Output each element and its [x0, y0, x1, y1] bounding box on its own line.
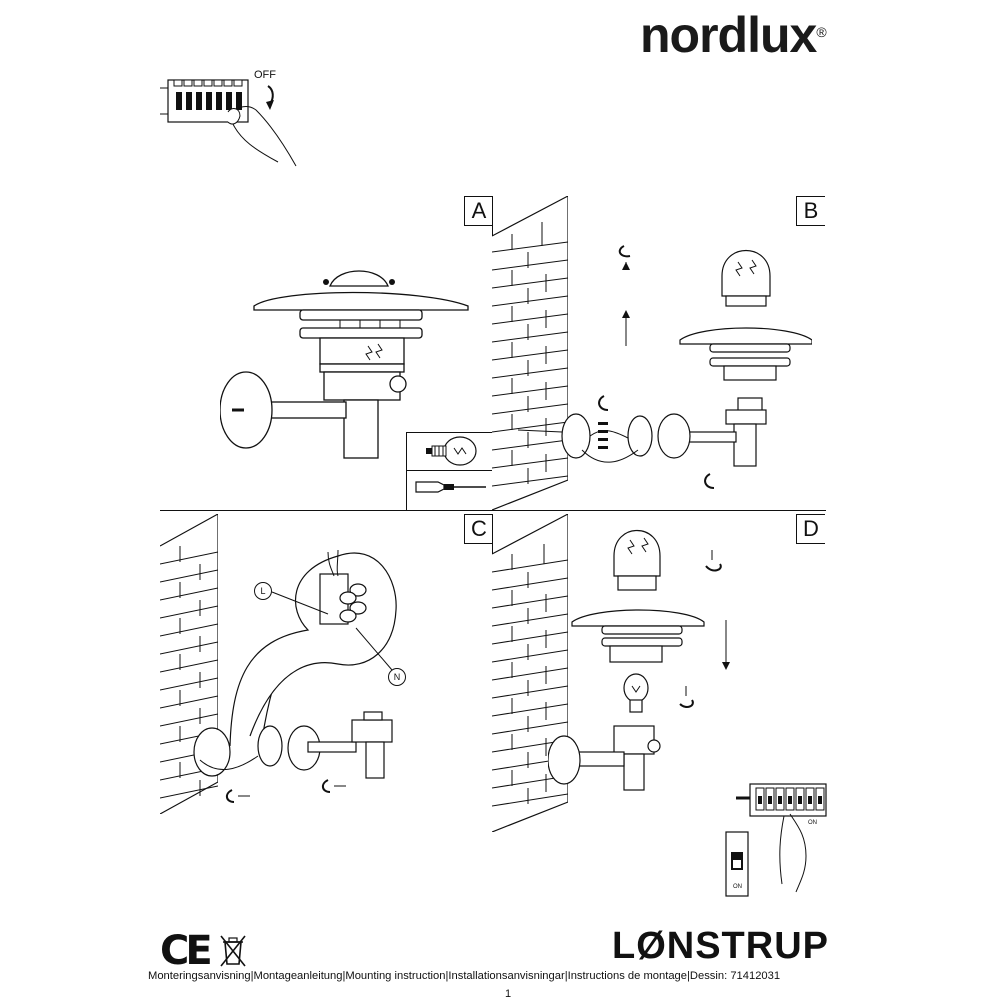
weee-bin-icon [220, 935, 246, 967]
certification-marks: CE [160, 928, 247, 974]
divider-horizontal [160, 510, 826, 511]
tools-box-left [406, 432, 407, 510]
power-on-illustration [725, 783, 827, 897]
section-label-b: B [796, 196, 825, 226]
footer-instructions: Monteringsanvisning|Montageanleitung|Mou… [148, 970, 781, 982]
section-label-a: A [464, 196, 493, 226]
screwdriver-icon [415, 481, 486, 493]
bulb-icon [426, 436, 477, 466]
power-off-illustration [160, 79, 297, 167]
section-label-d: D [796, 514, 825, 544]
wiring-illustration [193, 549, 397, 803]
brand-name: nordlux [640, 7, 817, 63]
lamp-final-assembly-illustration [548, 530, 730, 791]
lamp-assembled-illustration [220, 270, 469, 459]
product-name: LØNSTRUP [612, 925, 829, 967]
brand-logo: nordlux® [640, 6, 827, 64]
tools-box-divider [406, 470, 492, 471]
lamp-exploded-illustration [517, 245, 812, 489]
live-wire-label: L [254, 582, 272, 600]
page-number: 1 [504, 988, 512, 1000]
trademark-symbol: ® [816, 24, 826, 40]
ce-mark: CE [160, 928, 213, 974]
neutral-wire-label: N [388, 668, 406, 686]
breaker-on-label: ON [808, 820, 817, 826]
off-label: OFF [254, 69, 276, 81]
switch-on-label: ON [733, 884, 742, 890]
section-label-c: C [464, 514, 493, 544]
tools-box-top [406, 432, 492, 433]
